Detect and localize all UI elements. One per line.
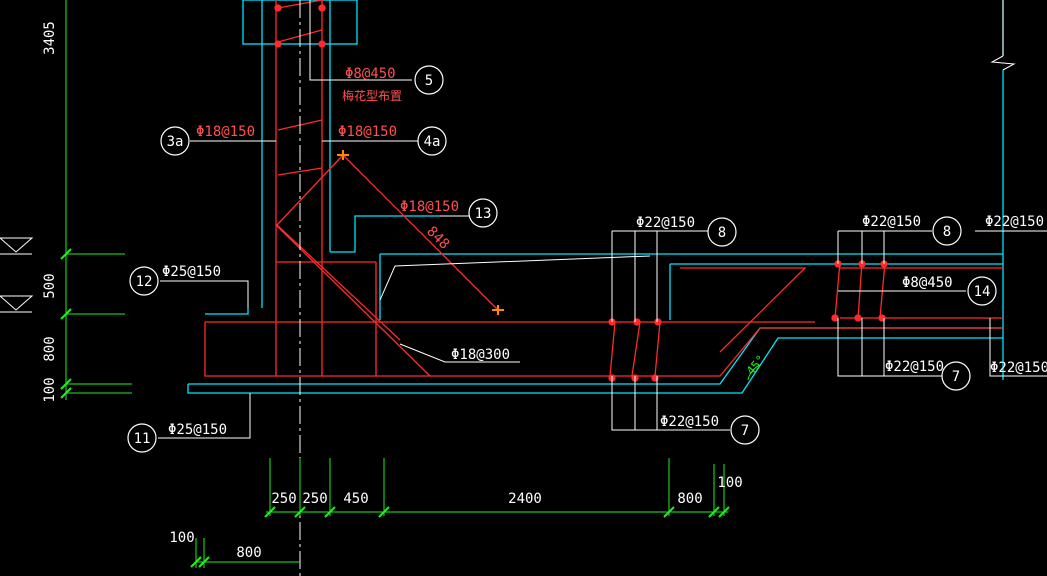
callout-circle-4a [417, 126, 447, 156]
label-phi22-150-7b: Φ22@150 [885, 359, 944, 375]
angle-arc [747, 364, 761, 381]
rebar-tie-right-1 [834, 261, 841, 319]
callout-circle-13 [468, 198, 498, 228]
leader-11 [158, 393, 251, 439]
callout-circle-8b [932, 216, 962, 246]
label-phi22-150-8b: Φ22@150 [862, 214, 921, 230]
rebar-diag-848 [342, 154, 499, 311]
rebar-tie-4 [277, 167, 323, 176]
callout-12: 12 [136, 274, 153, 290]
callout-5: 5 [425, 73, 433, 89]
haunch-outline [330, 215, 440, 253]
callout-circle-7a [730, 415, 760, 445]
label-phi22-150-r1: Φ22@150 [985, 214, 1044, 230]
label-phi25-150-11: Φ25@150 [168, 422, 227, 438]
dim-text-450: 450 [343, 491, 368, 507]
dim-text-800b: 800 [677, 491, 702, 507]
dim-text-100: 100 [42, 377, 58, 402]
rebar-tie-right-3 [879, 261, 886, 319]
dim-text-500: 500 [42, 273, 58, 298]
dim-text-100b: 100 [717, 475, 742, 491]
label-phi18-150-4a: Φ18@150 [338, 124, 397, 140]
label-phi22-150-8a: Φ22@150 [636, 215, 695, 231]
callout-circle-7b [941, 361, 971, 391]
rebar-tie-slab-1 [609, 321, 616, 377]
label-phi22-150-7a: Φ22@150 [660, 414, 719, 430]
label-phi8-450: Φ8@450 [345, 66, 396, 82]
dimension-lines [65, 0, 728, 568]
dim-text-bl-800: 800 [236, 545, 261, 561]
label-phi25-150-12: Φ25@150 [162, 264, 221, 280]
dim-text-250b: 250 [302, 491, 327, 507]
callout-circle-11 [127, 423, 157, 453]
leader-5 [309, 0, 412, 81]
break-line [990, 55, 1016, 71]
callout-circle-12 [129, 266, 159, 296]
callout-circle-14 [967, 276, 997, 306]
dim-text-2400: 2400 [508, 491, 542, 507]
callout-text: 5 3a 4a 13 12 11 8 7 8 14 7 [134, 73, 991, 447]
label-phi22-150-r2: Φ22@150 [990, 360, 1047, 376]
callout-13: 13 [475, 206, 492, 222]
wall-toe-outline [205, 308, 249, 315]
callout-circle-3a [160, 126, 190, 156]
callout-8a: 8 [718, 225, 726, 241]
label-phi18-150-13: Φ18@150 [400, 199, 459, 215]
leader-7b [837, 318, 942, 377]
leader-18-300 [399, 343, 520, 363]
rebar-diag-1 [276, 154, 401, 341]
rebar-diag-2 [275, 224, 431, 377]
leader-r2 [989, 318, 1047, 377]
slab-bottom-face [187, 337, 1003, 394]
dim-text-800: 800 [42, 336, 58, 361]
label-phi18-300: Φ18@300 [451, 347, 510, 363]
rebar-tie-slab-3 [654, 321, 661, 377]
dim-text-3405: 3405 [42, 21, 58, 55]
callout-circle-5 [414, 65, 444, 95]
label-phi18-150-3a: Φ18@150 [196, 124, 255, 140]
callout-14: 14 [974, 284, 991, 300]
dim-text-bl-100: 100 [169, 530, 194, 546]
callout-circles [127, 65, 997, 453]
callout-8b: 8 [943, 224, 951, 240]
rebar-tie-right-2 [857, 261, 863, 319]
label-plum: 梅花型布置 [342, 88, 402, 103]
rebar-slab-bottom [204, 322, 1003, 377]
callout-4a: 4a [424, 134, 441, 150]
orange-markers [337, 150, 504, 315]
level-markers [0, 237, 34, 313]
dimension-text: 3405 500 800 100 250 250 450 2400 800 10… [42, 21, 743, 561]
level-marker-2 [0, 295, 34, 311]
slab-white-line [379, 255, 651, 301]
rebar-corner [680, 267, 807, 353]
level-marker-1 [0, 237, 34, 253]
callout-7a: 7 [741, 423, 749, 439]
rebar-tie-slab-2 [631, 321, 641, 377]
callout-7b: 7 [952, 369, 960, 385]
dim-ticks [60, 248, 730, 568]
leader-12 [160, 280, 249, 308]
dim-text-250a: 250 [271, 491, 296, 507]
callout-11: 11 [134, 431, 151, 447]
rebar-group [204, 0, 1003, 382]
callout-circle-8a [707, 217, 737, 247]
callout-3a: 3a [167, 134, 184, 150]
leader-7a [611, 376, 730, 431]
label-phi8-450-14: Φ8@450 [902, 275, 953, 291]
